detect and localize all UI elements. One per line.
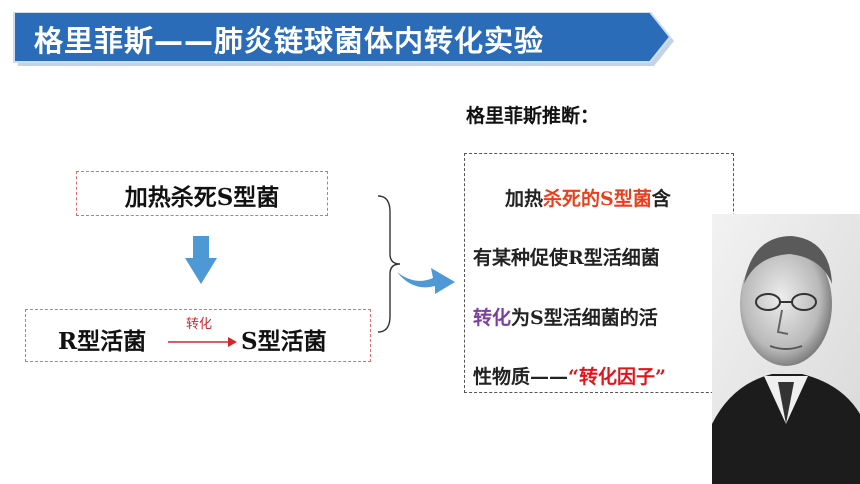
text-transforming-factor: “转化因子”: [568, 366, 666, 388]
text-transform: 转化: [473, 307, 512, 329]
text-contain: 含: [651, 188, 671, 210]
inference-line-3: 转化为S型活细菌的活: [473, 303, 658, 330]
brace-icon: [377, 195, 401, 333]
text-to-s: 为S型活细菌的活: [511, 307, 658, 329]
heat-killed-s-box: 加热杀死S型菌: [76, 171, 328, 216]
red-arrow-icon: [168, 337, 237, 347]
inference-line-1: 加热杀死的S型菌含: [505, 184, 671, 211]
convert-label: 转化: [186, 317, 213, 332]
inference-line-4: 性物质——“转化因子”: [473, 362, 666, 389]
text-active-substance: 性物质——: [473, 366, 569, 388]
page-title: 格里菲斯——肺炎链球菌体内转化实验: [34, 24, 545, 58]
transform-box: R型活菌 转化 S型活菌: [25, 309, 371, 362]
s-live-label: S型活菌: [241, 328, 327, 355]
heat-killed-s-label: 加热杀死S型菌: [124, 184, 280, 211]
inference-box: 加热杀死的S型菌含 有某种促使R型活细菌 转化为S型活细菌的活 性物质——“转化…: [464, 153, 734, 393]
inference-heading: 格里菲斯推断：: [466, 105, 600, 127]
r-live-label: R型活菌: [58, 328, 147, 355]
text-heat: 加热: [505, 188, 544, 210]
portrait-photo: [712, 214, 860, 484]
text-killed-s: 杀死的S型菌: [543, 188, 652, 210]
right-arrow-icon: [397, 268, 455, 294]
down-arrow-icon: [185, 236, 217, 284]
inference-line-2: 有某种促使R型活细菌: [473, 247, 660, 269]
banner-shape: [13, 12, 674, 66]
title-banner: 格里菲斯——肺炎链球菌体内转化实验: [12, 12, 678, 70]
